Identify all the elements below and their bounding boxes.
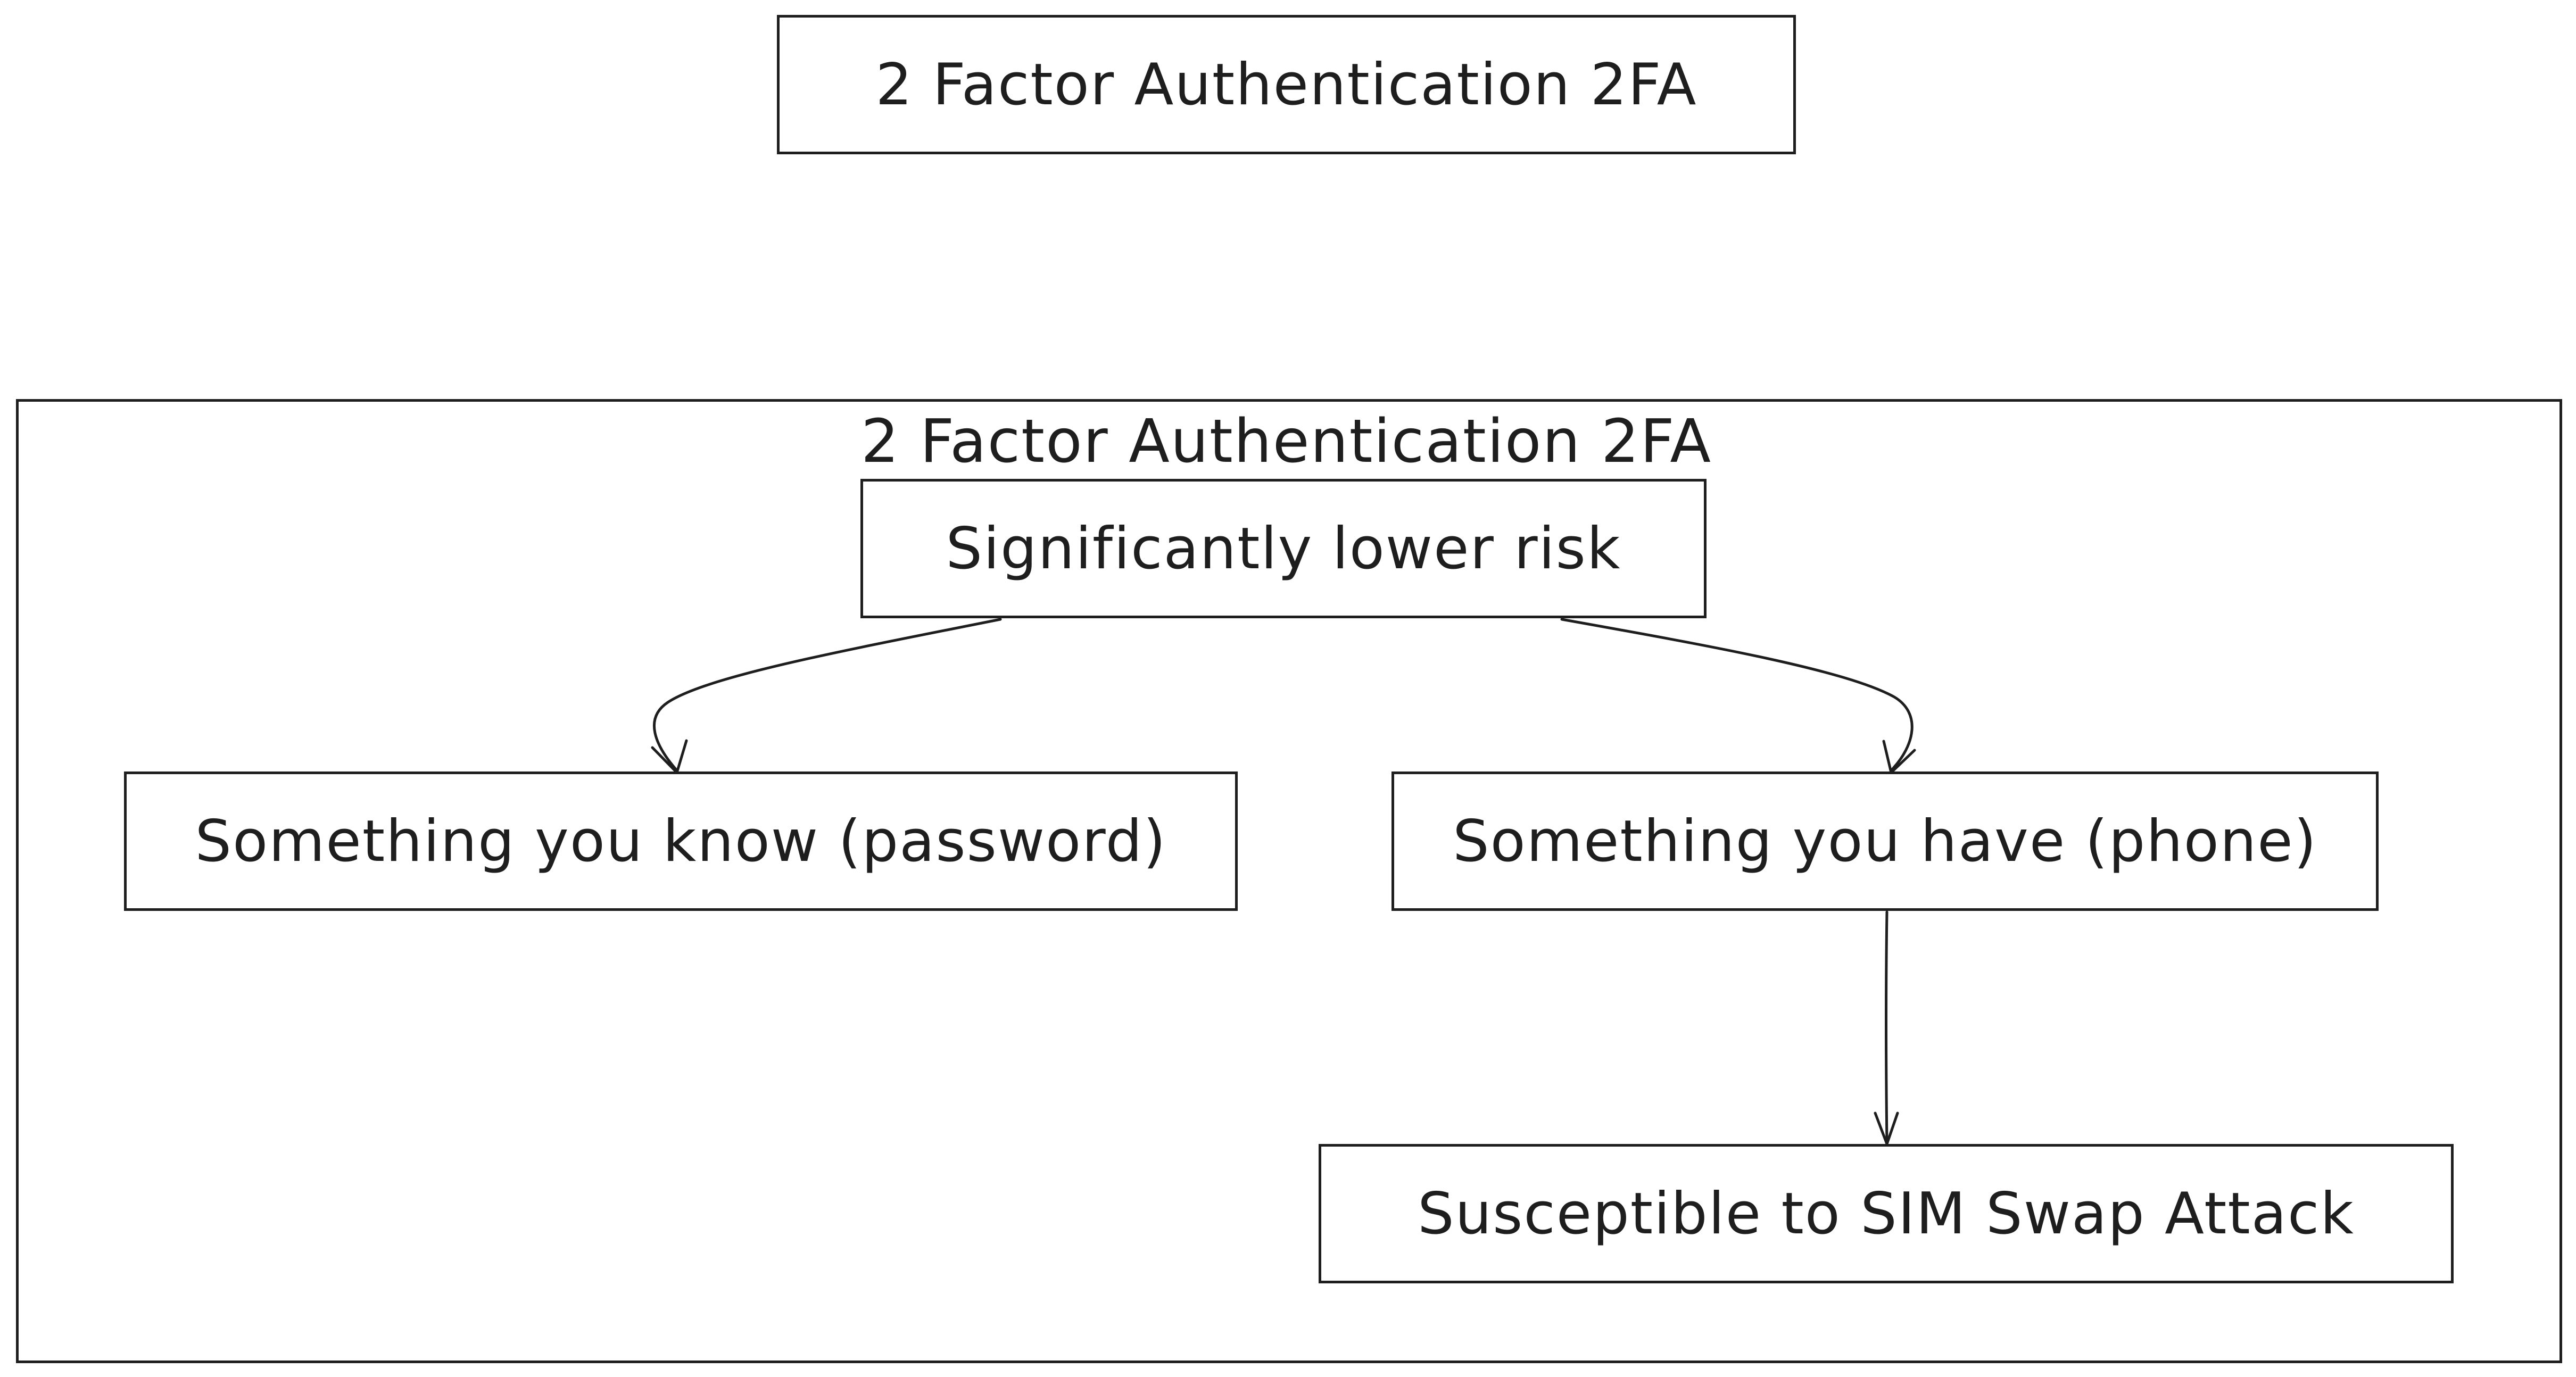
edge-lower-risk-to-know	[651, 618, 1002, 774]
node-sim-swap[interactable]: Susceptible to SIM Swap Attack	[1319, 1144, 2454, 1283]
node-something-you-know[interactable]: Something you know (password)	[124, 772, 1238, 911]
edge-lower-risk-to-have	[1560, 618, 1916, 774]
title-box[interactable]: 2 Factor Authentication 2FA	[777, 15, 1796, 154]
frame[interactable]	[16, 399, 2562, 1363]
node-something-you-have-label: Something you have (phone)	[1453, 808, 2317, 875]
title-box-label: 2 Factor Authentication 2FA	[875, 51, 1697, 118]
node-lower-risk-label: Significantly lower risk	[946, 515, 1621, 582]
frame-title: 2 Factor Authentication 2FA	[860, 407, 1712, 476]
node-something-you-have[interactable]: Something you have (phone)	[1391, 772, 2379, 911]
edge-have-to-sim-swap	[1874, 910, 1899, 1146]
node-sim-swap-label: Susceptible to SIM Swap Attack	[1418, 1180, 2355, 1247]
node-something-you-know-label: Something you know (password)	[195, 808, 1167, 875]
node-lower-risk[interactable]: Significantly lower risk	[860, 479, 1707, 618]
